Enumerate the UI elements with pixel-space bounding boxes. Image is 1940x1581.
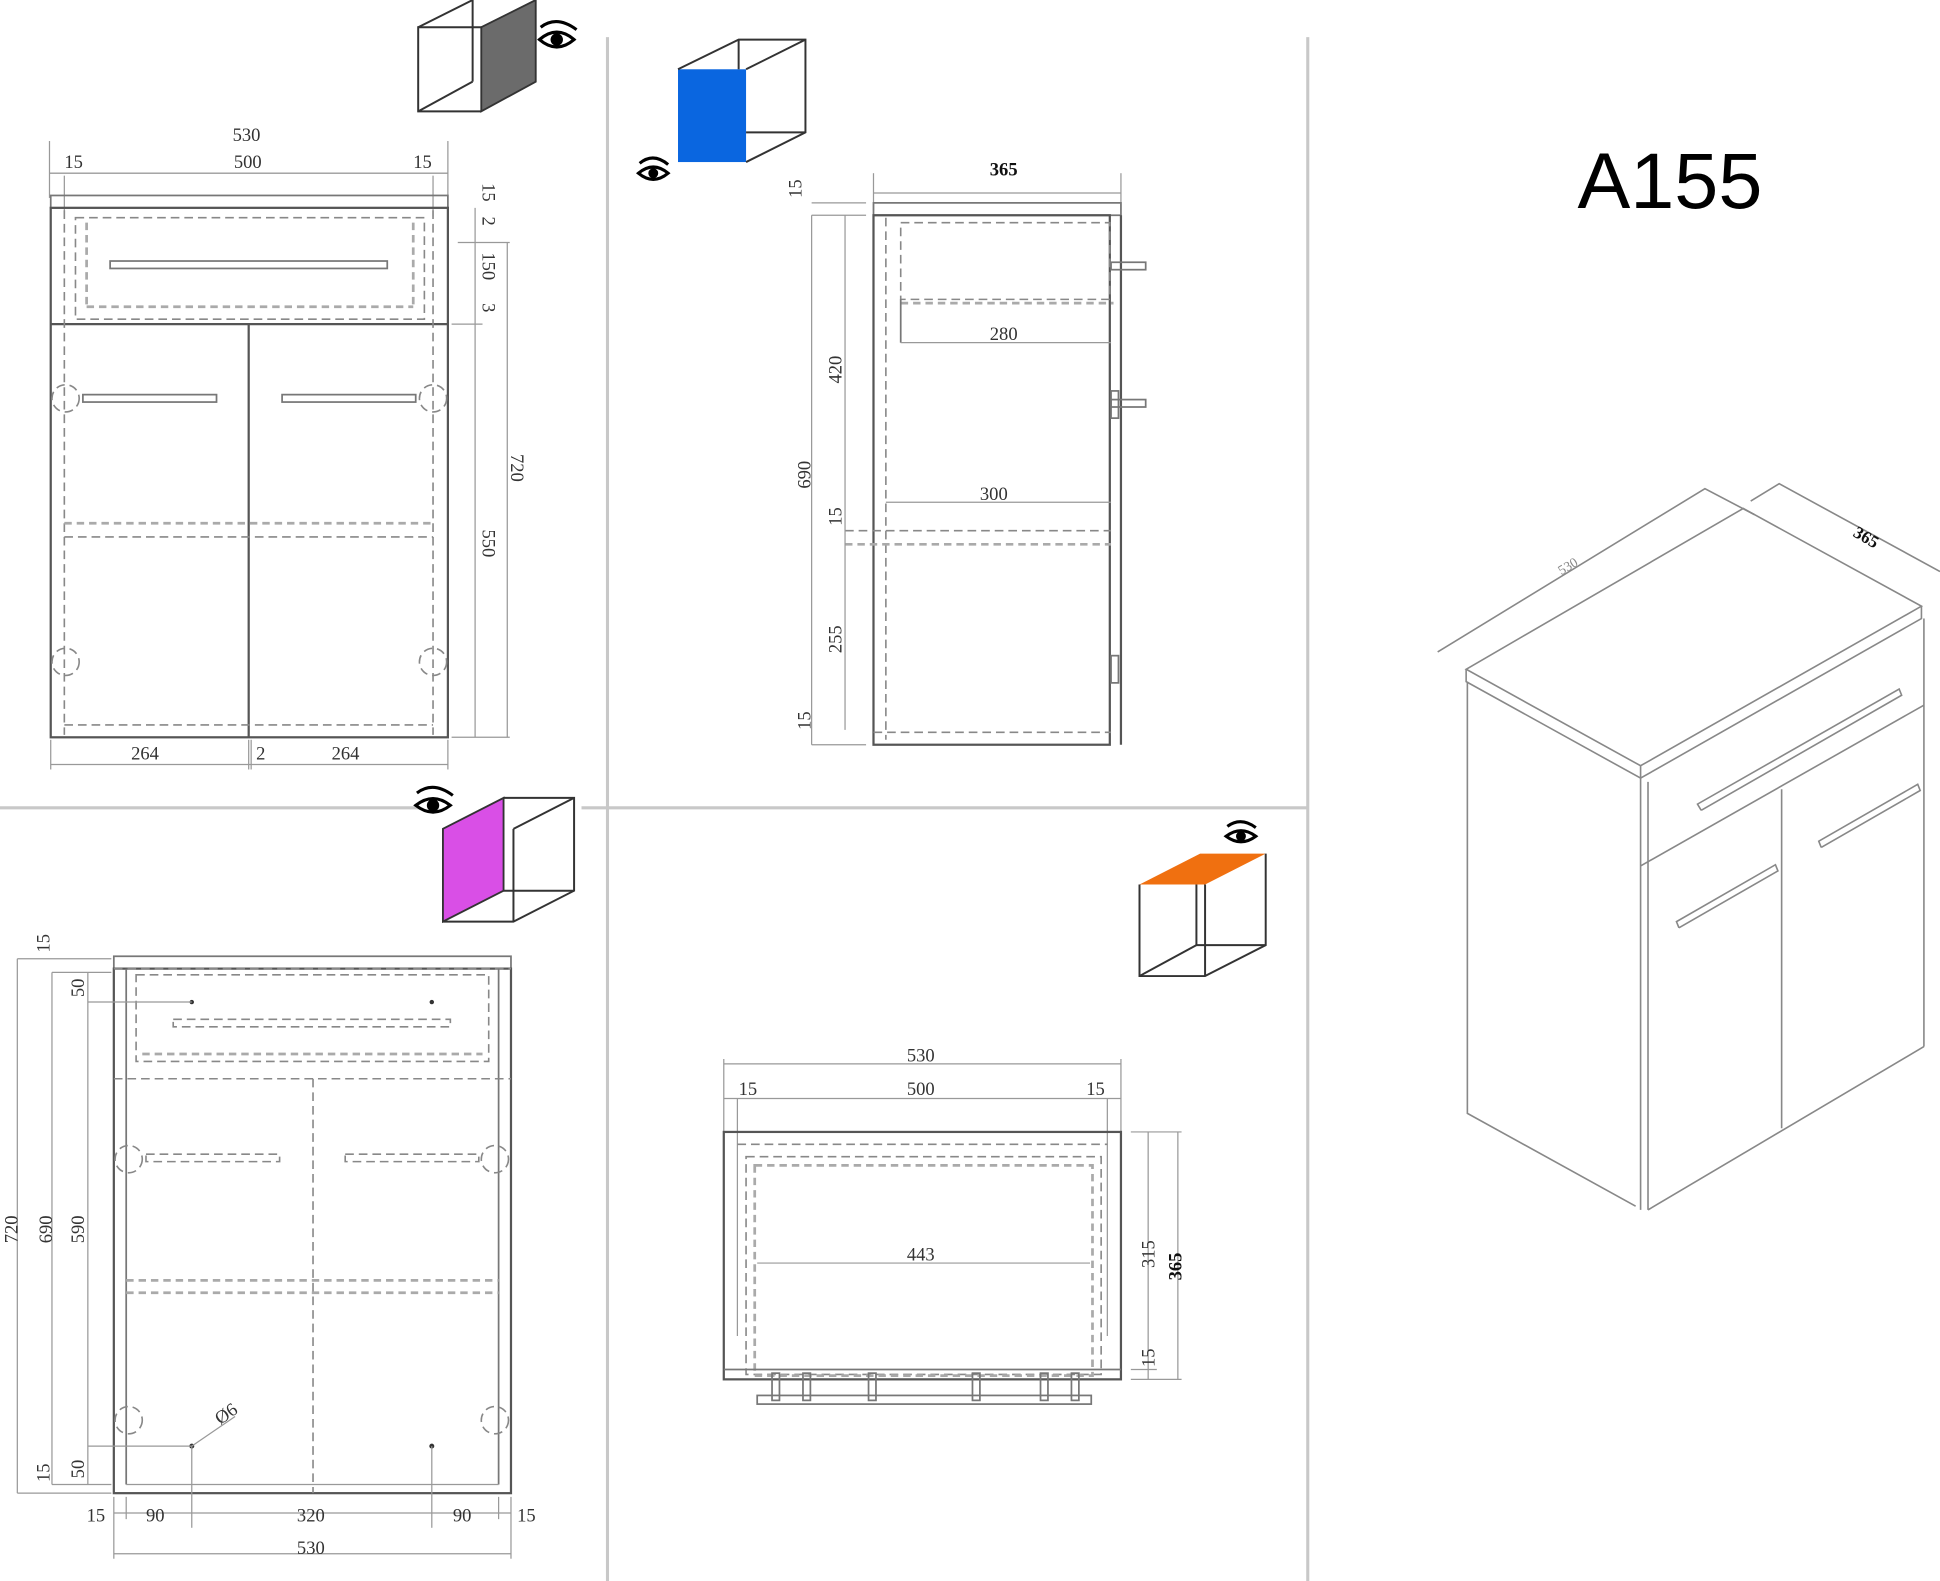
svg-text:720: 720 (506, 454, 527, 482)
isometric-view: 530 365 (1437, 482, 1940, 1211)
front-view: 530 15 500 15 (48, 0, 578, 770)
svg-text:15: 15 (33, 1463, 54, 1482)
svg-text:365: 365 (1166, 1253, 1187, 1281)
door-handle-right (281, 393, 417, 403)
svg-text:550: 550 (478, 529, 499, 557)
svg-text:90: 90 (146, 1506, 165, 1527)
svg-text:3: 3 (478, 303, 499, 312)
svg-text:443: 443 (907, 1245, 935, 1266)
model-title: A155 (1577, 136, 1762, 225)
svg-text:Ø6: Ø6 (211, 1399, 242, 1429)
svg-text:264: 264 (332, 744, 360, 765)
eye-icon (1223, 820, 1259, 844)
svg-text:590: 590 (68, 1215, 89, 1243)
svg-text:50: 50 (68, 979, 89, 998)
side-face-highlight (678, 69, 747, 163)
svg-text:530: 530 (297, 1538, 325, 1559)
svg-text:15: 15 (478, 183, 499, 202)
eye-icon (636, 156, 671, 181)
drawer-handle (109, 260, 389, 270)
svg-text:15: 15 (64, 152, 83, 173)
svg-text:15: 15 (1086, 1079, 1105, 1100)
svg-text:2: 2 (256, 744, 265, 765)
back-face-highlight (442, 796, 505, 924)
drawer-handle-posts (771, 1372, 1080, 1402)
svg-text:530: 530 (907, 1045, 935, 1066)
svg-text:530: 530 (233, 125, 261, 146)
svg-text:300: 300 (980, 484, 1008, 505)
svg-text:15: 15 (1138, 1348, 1159, 1367)
back-view: Ø6 15 50 720 690 590 50 15 15 90 320 90 … (1, 785, 576, 1559)
door-handle-left (82, 393, 218, 403)
svg-text:50: 50 (68, 1460, 89, 1479)
panel-dividers (0, 37, 1310, 1581)
svg-text:15: 15 (739, 1079, 758, 1100)
svg-text:15: 15 (825, 507, 846, 526)
front-face-highlight (480, 0, 537, 113)
svg-text:530: 530 (1555, 554, 1580, 577)
svg-text:15: 15 (794, 711, 815, 730)
svg-text:420: 420 (825, 356, 846, 384)
svg-text:264: 264 (131, 744, 159, 765)
svg-text:15: 15 (87, 1506, 106, 1527)
svg-text:15: 15 (517, 1506, 536, 1527)
svg-text:150: 150 (478, 252, 499, 280)
svg-text:365: 365 (1850, 523, 1882, 553)
svg-text:15: 15 (413, 152, 432, 173)
svg-text:500: 500 (907, 1079, 935, 1100)
svg-text:255: 255 (825, 625, 846, 653)
svg-text:315: 315 (1138, 1240, 1159, 1268)
svg-text:15: 15 (786, 179, 807, 198)
side-view: 365 280 300 15 420 690 15 255 15 (636, 38, 1147, 746)
top-face-highlight (1139, 853, 1266, 885)
svg-text:500: 500 (234, 152, 262, 173)
svg-text:280: 280 (990, 324, 1018, 345)
svg-text:15: 15 (33, 934, 54, 953)
view-cube-icon (677, 38, 807, 163)
svg-text:320: 320 (297, 1506, 325, 1527)
eye-icon (537, 20, 578, 49)
top-view: 530 15 500 15 443 315 365 15 (722, 820, 1267, 1405)
svg-text:90: 90 (453, 1506, 472, 1527)
view-cube-icon (442, 796, 576, 924)
view-cube-icon (1138, 853, 1267, 978)
eye-icon (413, 785, 454, 814)
svg-text:690: 690 (36, 1215, 57, 1243)
svg-text:365: 365 (990, 160, 1018, 181)
svg-text:2: 2 (478, 216, 499, 225)
svg-text:690: 690 (794, 461, 815, 489)
view-cube-icon (417, 0, 537, 113)
svg-text:720: 720 (1, 1215, 22, 1243)
